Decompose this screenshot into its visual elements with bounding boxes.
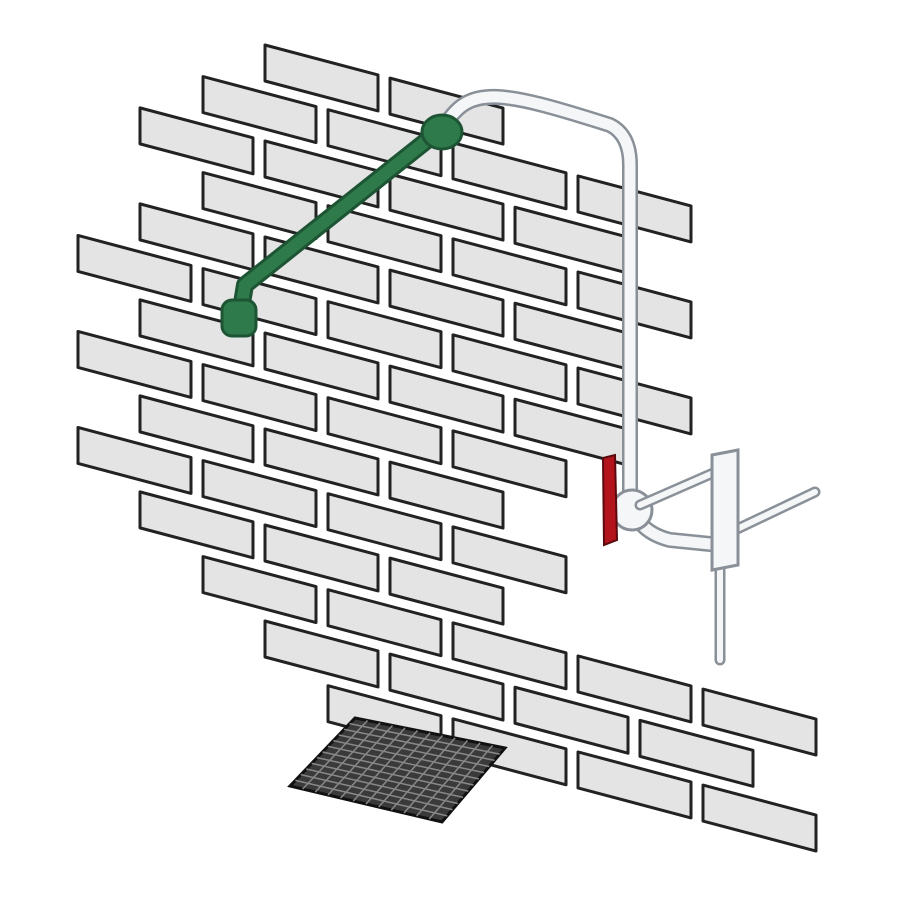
shower-pipe-icon [437,88,728,553]
eyewash-body [710,448,740,572]
brick [138,298,255,368]
brick [388,364,505,434]
push-handle [732,489,818,533]
brick [326,300,443,370]
brick [326,396,443,466]
brick [263,331,380,401]
brick [201,555,318,625]
brick [513,685,630,755]
grate-bar [428,745,494,820]
brick [451,141,568,211]
pipe-bend-joint [610,488,654,532]
brick-wall [76,43,818,853]
brick [388,172,505,242]
brick [451,429,568,499]
brick [138,490,255,560]
floor-drain-grate-icon [287,716,508,824]
brick [201,459,318,529]
grate-bar [416,742,481,817]
brick [326,492,443,562]
brick [76,233,193,303]
brick [388,652,505,722]
valve-handle [601,453,619,547]
green-pipe-fitting [420,113,464,151]
brick [388,460,505,530]
brick [451,333,568,403]
brick [576,750,693,820]
brick [388,268,505,338]
brick [201,75,318,145]
brick [701,783,818,853]
brick [263,427,380,497]
brick [263,619,380,689]
valve-handle-icon [601,453,619,547]
brick [201,267,318,337]
green-supply-pipe-icon [220,113,464,338]
grate-bar [295,779,448,817]
eyewash-frame-icon [634,448,821,666]
brick [138,394,255,464]
brick [388,556,505,626]
brick [638,718,755,788]
brick [138,106,255,176]
brick [76,425,193,495]
brick [326,588,443,658]
brick [701,687,818,757]
brick [201,363,318,433]
brick [451,621,568,691]
eyewash-arm [637,467,723,508]
shower-head [220,298,258,338]
brick [263,43,380,113]
brick [451,525,568,595]
brick [76,329,193,399]
brick [263,523,380,593]
brick [576,654,693,724]
brick [451,237,568,307]
